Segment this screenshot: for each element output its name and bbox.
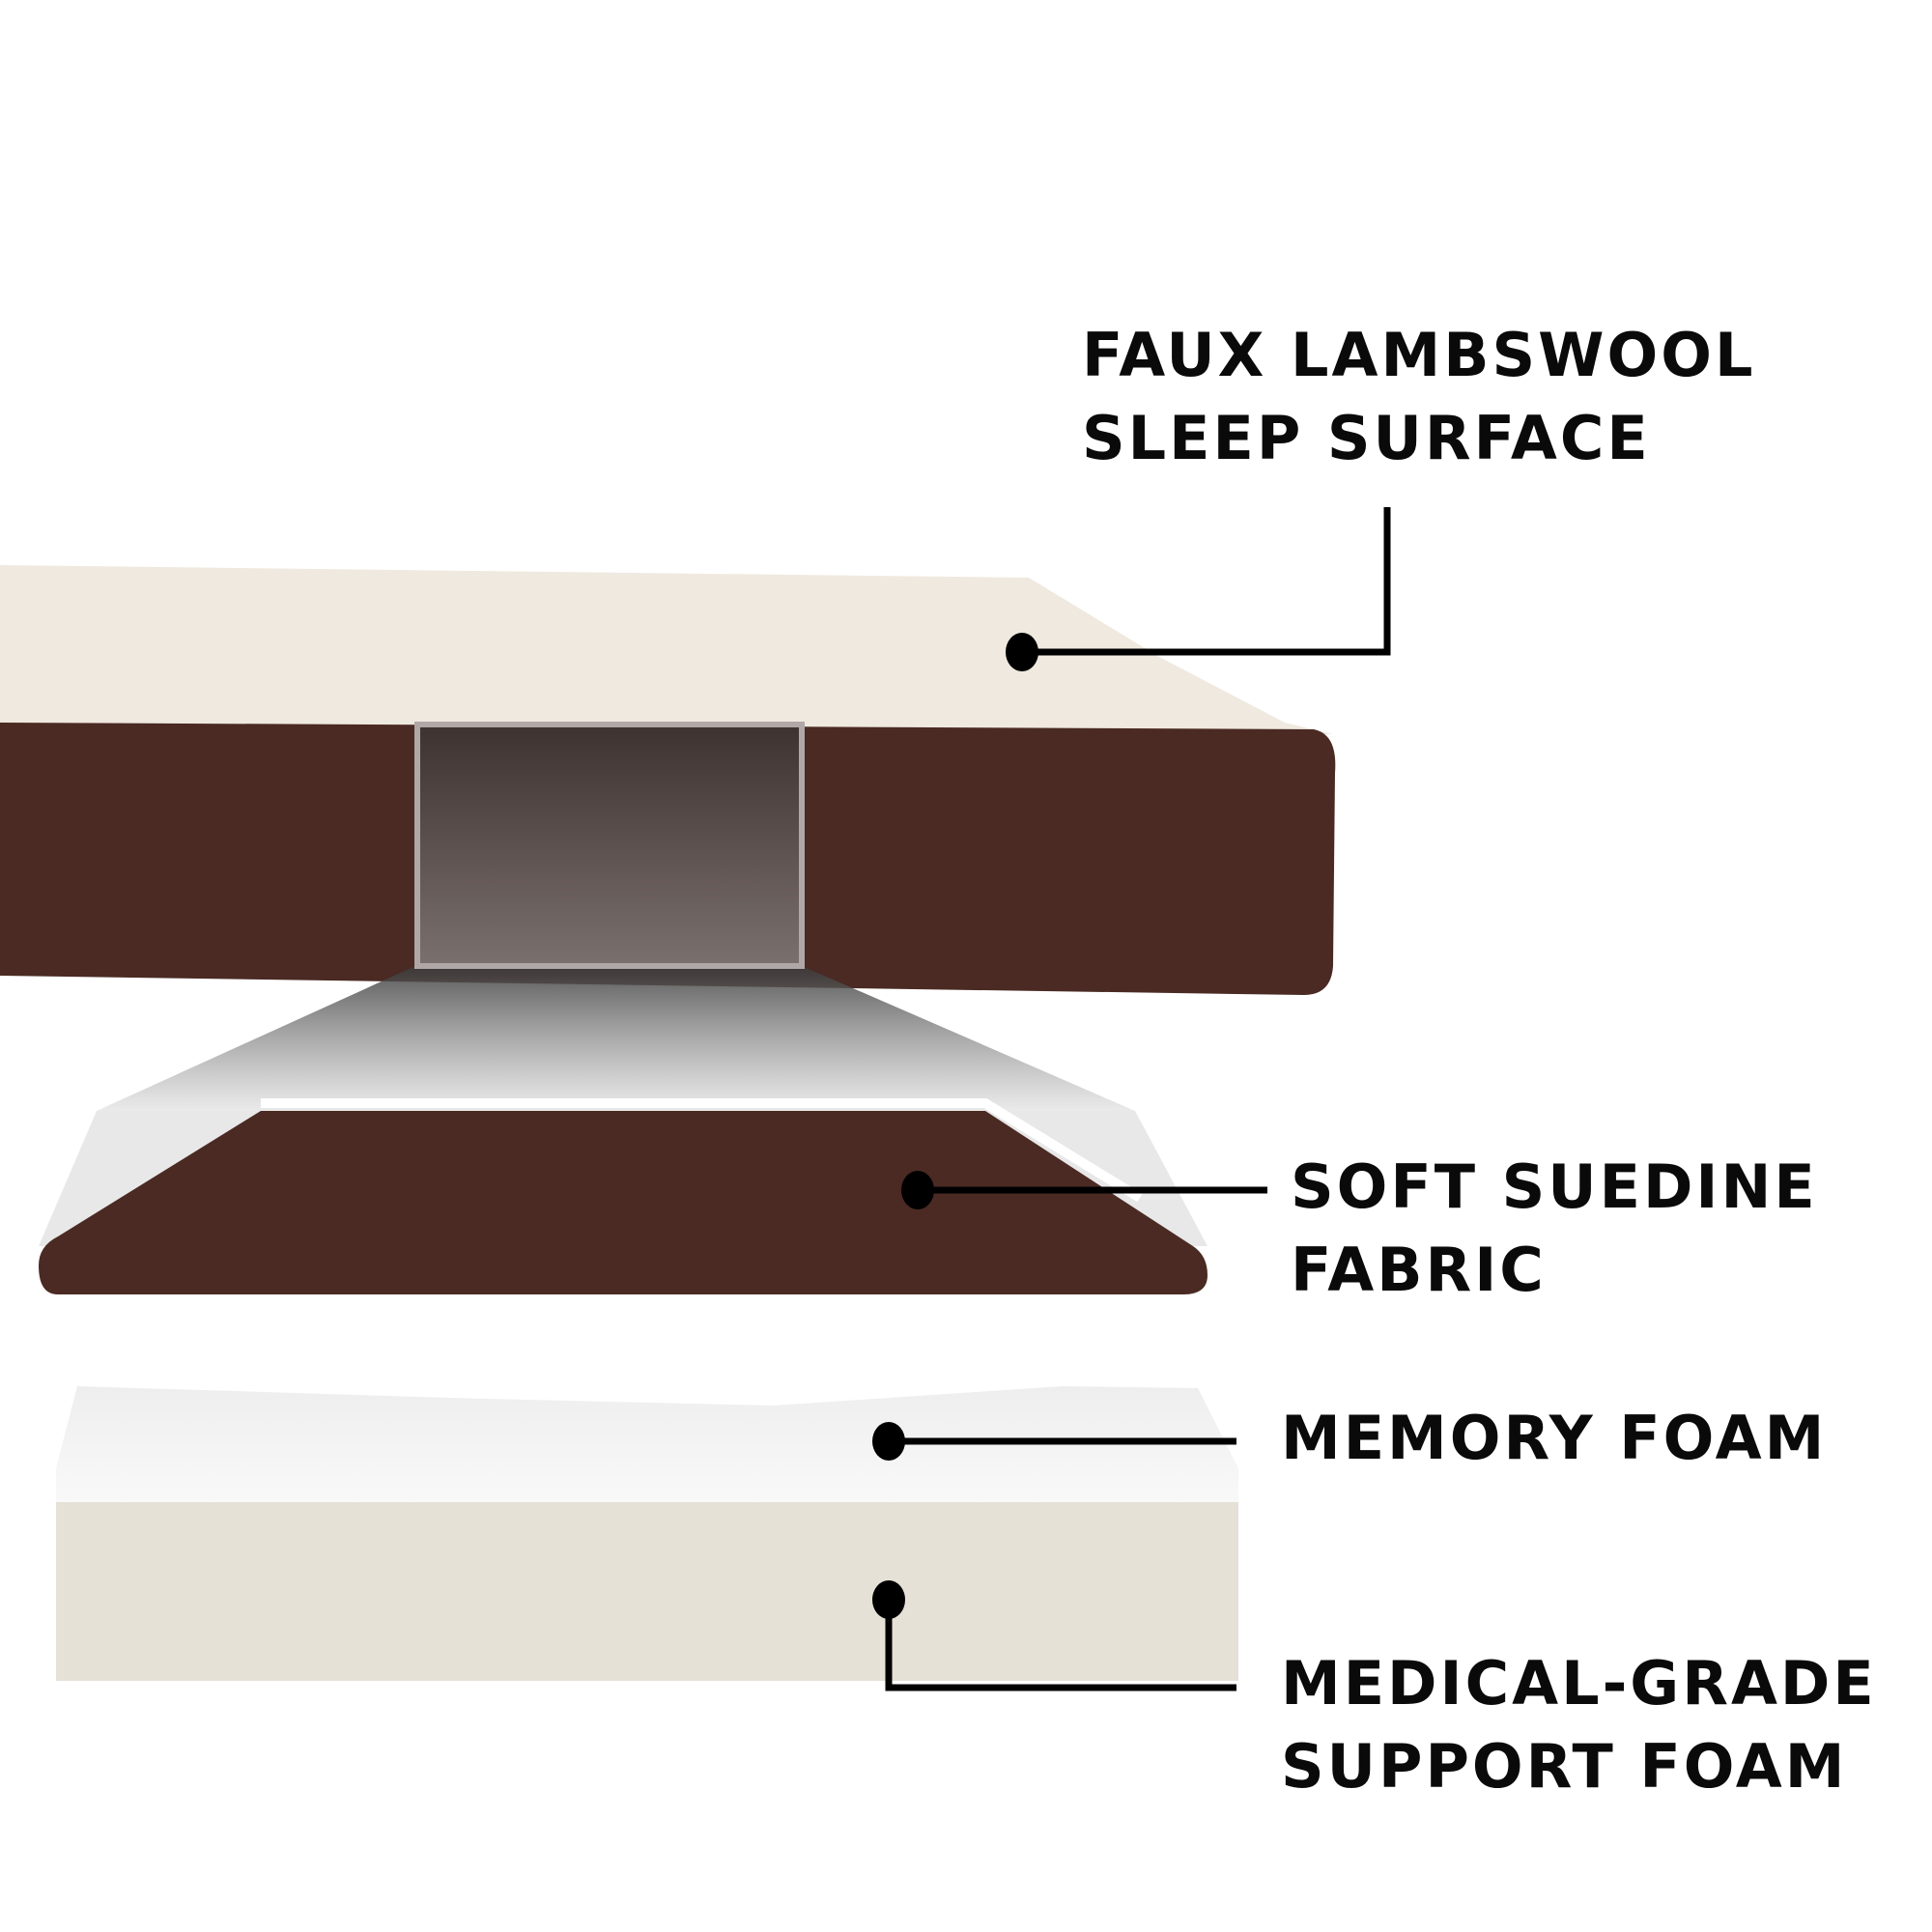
callout-dot-memory: [872, 1422, 905, 1461]
label-memory-line1: MEMORY FOAM: [1281, 1403, 1828, 1473]
callout-dot-suedine: [901, 1171, 934, 1209]
callout-lines: [885, 507, 1391, 1691]
label-support: MEDICAL-GRADE SUPPORT FOAM: [1281, 1642, 1877, 1808]
bed-fleece-top: [0, 565, 1333, 734]
callout-dot-support: [872, 1580, 905, 1619]
label-fleece-line1: FAUX LAMBSWOOL: [1082, 320, 1756, 390]
suedine-swatch: [39, 1098, 1208, 1294]
label-suedine-line1: SOFT SUEDINE: [1291, 1151, 1818, 1222]
magnifier-beam: [97, 966, 1135, 1111]
foam-stack: [56, 1386, 1238, 1681]
label-fleece-line2: SLEEP SURFACE: [1082, 403, 1651, 473]
label-suedine-line2: FABRIC: [1291, 1235, 1547, 1305]
label-fleece: FAUX LAMBSWOOL SLEEP SURFACE: [1082, 314, 1755, 480]
magnifier-box: [414, 722, 805, 969]
label-suedine: SOFT SUEDINE FABRIC: [1291, 1146, 1818, 1312]
label-memory: MEMORY FOAM: [1281, 1397, 1827, 1480]
label-support-line2: SUPPORT FOAM: [1281, 1731, 1848, 1802]
label-support-line1: MEDICAL-GRADE: [1281, 1648, 1877, 1719]
callout-dot-fleece: [1006, 633, 1038, 671]
